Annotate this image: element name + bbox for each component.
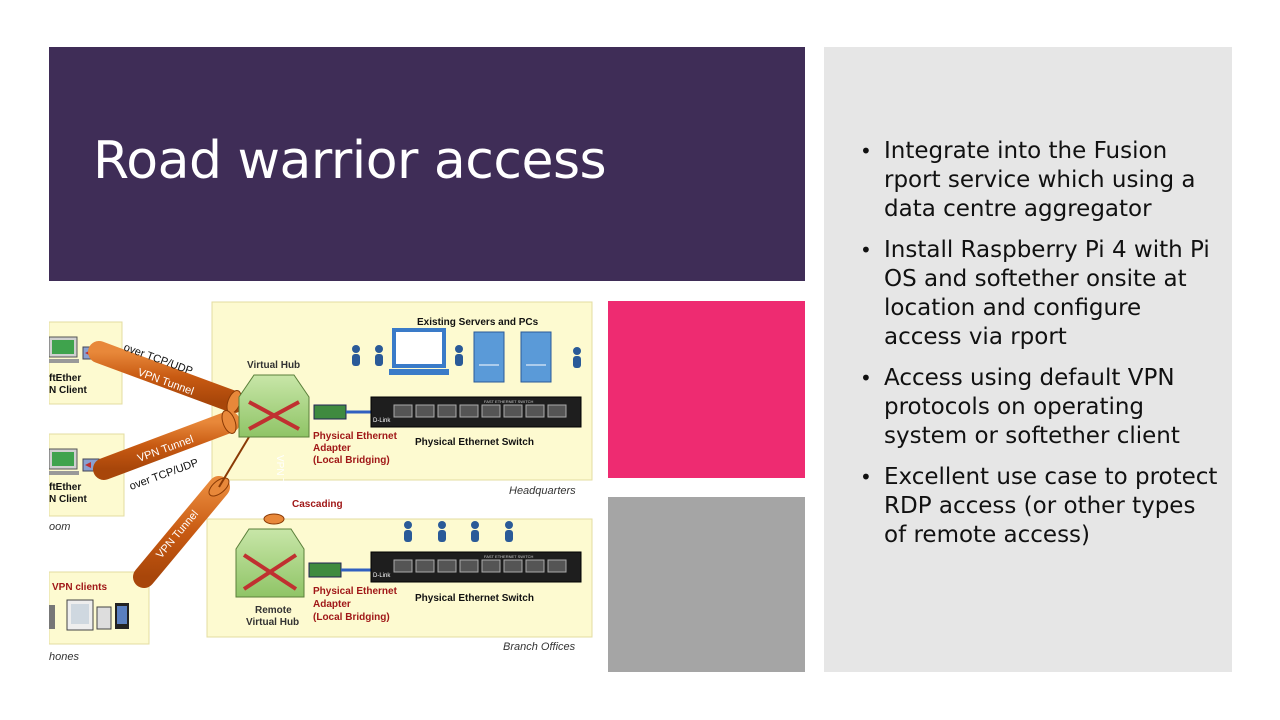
brand-label: D-Link [373, 418, 391, 424]
phones-label: hones [49, 651, 79, 663]
switch-br-label: Physical Ethernet Switch [415, 593, 534, 604]
person-icon [352, 345, 360, 366]
switch-caption: FAST ETHERNET SWITCH [484, 399, 534, 404]
bullet-text: Access using default VPN protocols on op… [884, 365, 1180, 449]
person-icon [471, 521, 479, 542]
monitor-icon [389, 328, 449, 375]
ethernet-switch-icon: D-Link FAST ETHERNET SWITCH [370, 551, 582, 583]
title-banner: Road warrior access [49, 47, 805, 281]
switch-caption: FAST ETHERNET SWITCH [484, 554, 534, 559]
adapter-hq-label-1: Physical Ethernet [313, 431, 398, 442]
adapter-br-label-1: Physical Ethernet [313, 586, 398, 597]
bullet-dot-icon: • [860, 366, 872, 390]
bullet-text: Install Raspberry Pi 4 with Pi OS and so… [884, 237, 1210, 350]
remote-virtual-hub-icon [235, 528, 305, 598]
adapter-hq-label-3: (Local Bridging) [313, 455, 390, 466]
remote-hub-label-2: Virtual Hub [246, 617, 299, 628]
vpn-tunnel-1 [88, 341, 245, 414]
bullet-item: • Excellent use case to protect RDP acces… [860, 463, 1220, 550]
bullet-dot-icon: • [860, 465, 872, 489]
person-icon [404, 521, 412, 542]
person-icon [375, 345, 383, 366]
network-diagram: D-Link FAST ETHERNET SWITCH D-Link FAST … [49, 297, 594, 672]
room-label: oom [49, 521, 70, 533]
slide-title: Road warrior access [93, 131, 607, 191]
accent-block-gray [608, 497, 805, 672]
person-icon [438, 521, 446, 542]
computer-icon [49, 448, 79, 475]
server-icon [520, 331, 552, 383]
person-icon [455, 345, 463, 366]
bullet-text: Excellent use case to protect RDP access… [884, 464, 1218, 548]
existing-servers-label: Existing Servers and PCs [417, 317, 539, 328]
network-diagram-svg: D-Link FAST ETHERNET SWITCH D-Link FAST … [49, 301, 593, 663]
remote-hub-label-1: Remote [255, 605, 292, 616]
vpn-tunnel-cascade [263, 442, 285, 525]
adapter-hq-label-2: Adapter [313, 443, 351, 454]
client2-label-a: ftEther [49, 482, 81, 493]
bullet-list: • Integrate into the Fusion rport service… [860, 137, 1220, 562]
vpn-tunnel-label-4: VPN Tunnel [274, 455, 285, 508]
bullet-text: Integrate into the Fusion rport service … [884, 138, 1196, 222]
cascading-label: Cascading [292, 499, 343, 510]
client1-label-a: ftEther [49, 373, 81, 384]
adapter-br-label-2: Adapter [313, 599, 351, 610]
bullet-dot-icon: • [860, 139, 872, 163]
network-adapter-icon [308, 562, 371, 578]
bullet-panel: • Integrate into the Fusion rport service… [824, 47, 1232, 672]
virtual-hub-icon [238, 374, 310, 438]
network-adapter-icon [313, 404, 371, 420]
bullet-item: • Install Raspberry Pi 4 with Pi OS and s… [860, 236, 1220, 352]
ethernet-switch-icon: D-Link FAST ETHERNET SWITCH [370, 396, 582, 428]
client1-label-b: N Client [49, 385, 87, 396]
adapter-br-label-3: (Local Bridging) [313, 612, 390, 623]
bullet-item: • Integrate into the Fusion rport service… [860, 137, 1220, 224]
switch-hq-label: Physical Ethernet Switch [415, 437, 534, 448]
accent-block-pink [608, 301, 805, 478]
bullet-item: • Access using default VPN protocols on o… [860, 364, 1220, 451]
brand-label: D-Link [373, 573, 391, 579]
server-icon [473, 331, 505, 383]
vpn-clients-label: VPN clients [52, 582, 107, 593]
vpn-tunnel-2 [93, 410, 240, 480]
bullet-dot-icon: • [860, 238, 872, 262]
mobile-devices-icon [49, 599, 129, 631]
branch-offices-label: Branch Offices [503, 641, 576, 653]
virtual-hub-label: Virtual Hub [247, 360, 300, 371]
headquarters-label: Headquarters [509, 485, 576, 497]
client2-label-b: N Client [49, 494, 87, 505]
tunnel-link [218, 436, 250, 488]
person-icon [505, 521, 513, 542]
computer-icon [49, 336, 79, 363]
person-icon [573, 347, 581, 368]
